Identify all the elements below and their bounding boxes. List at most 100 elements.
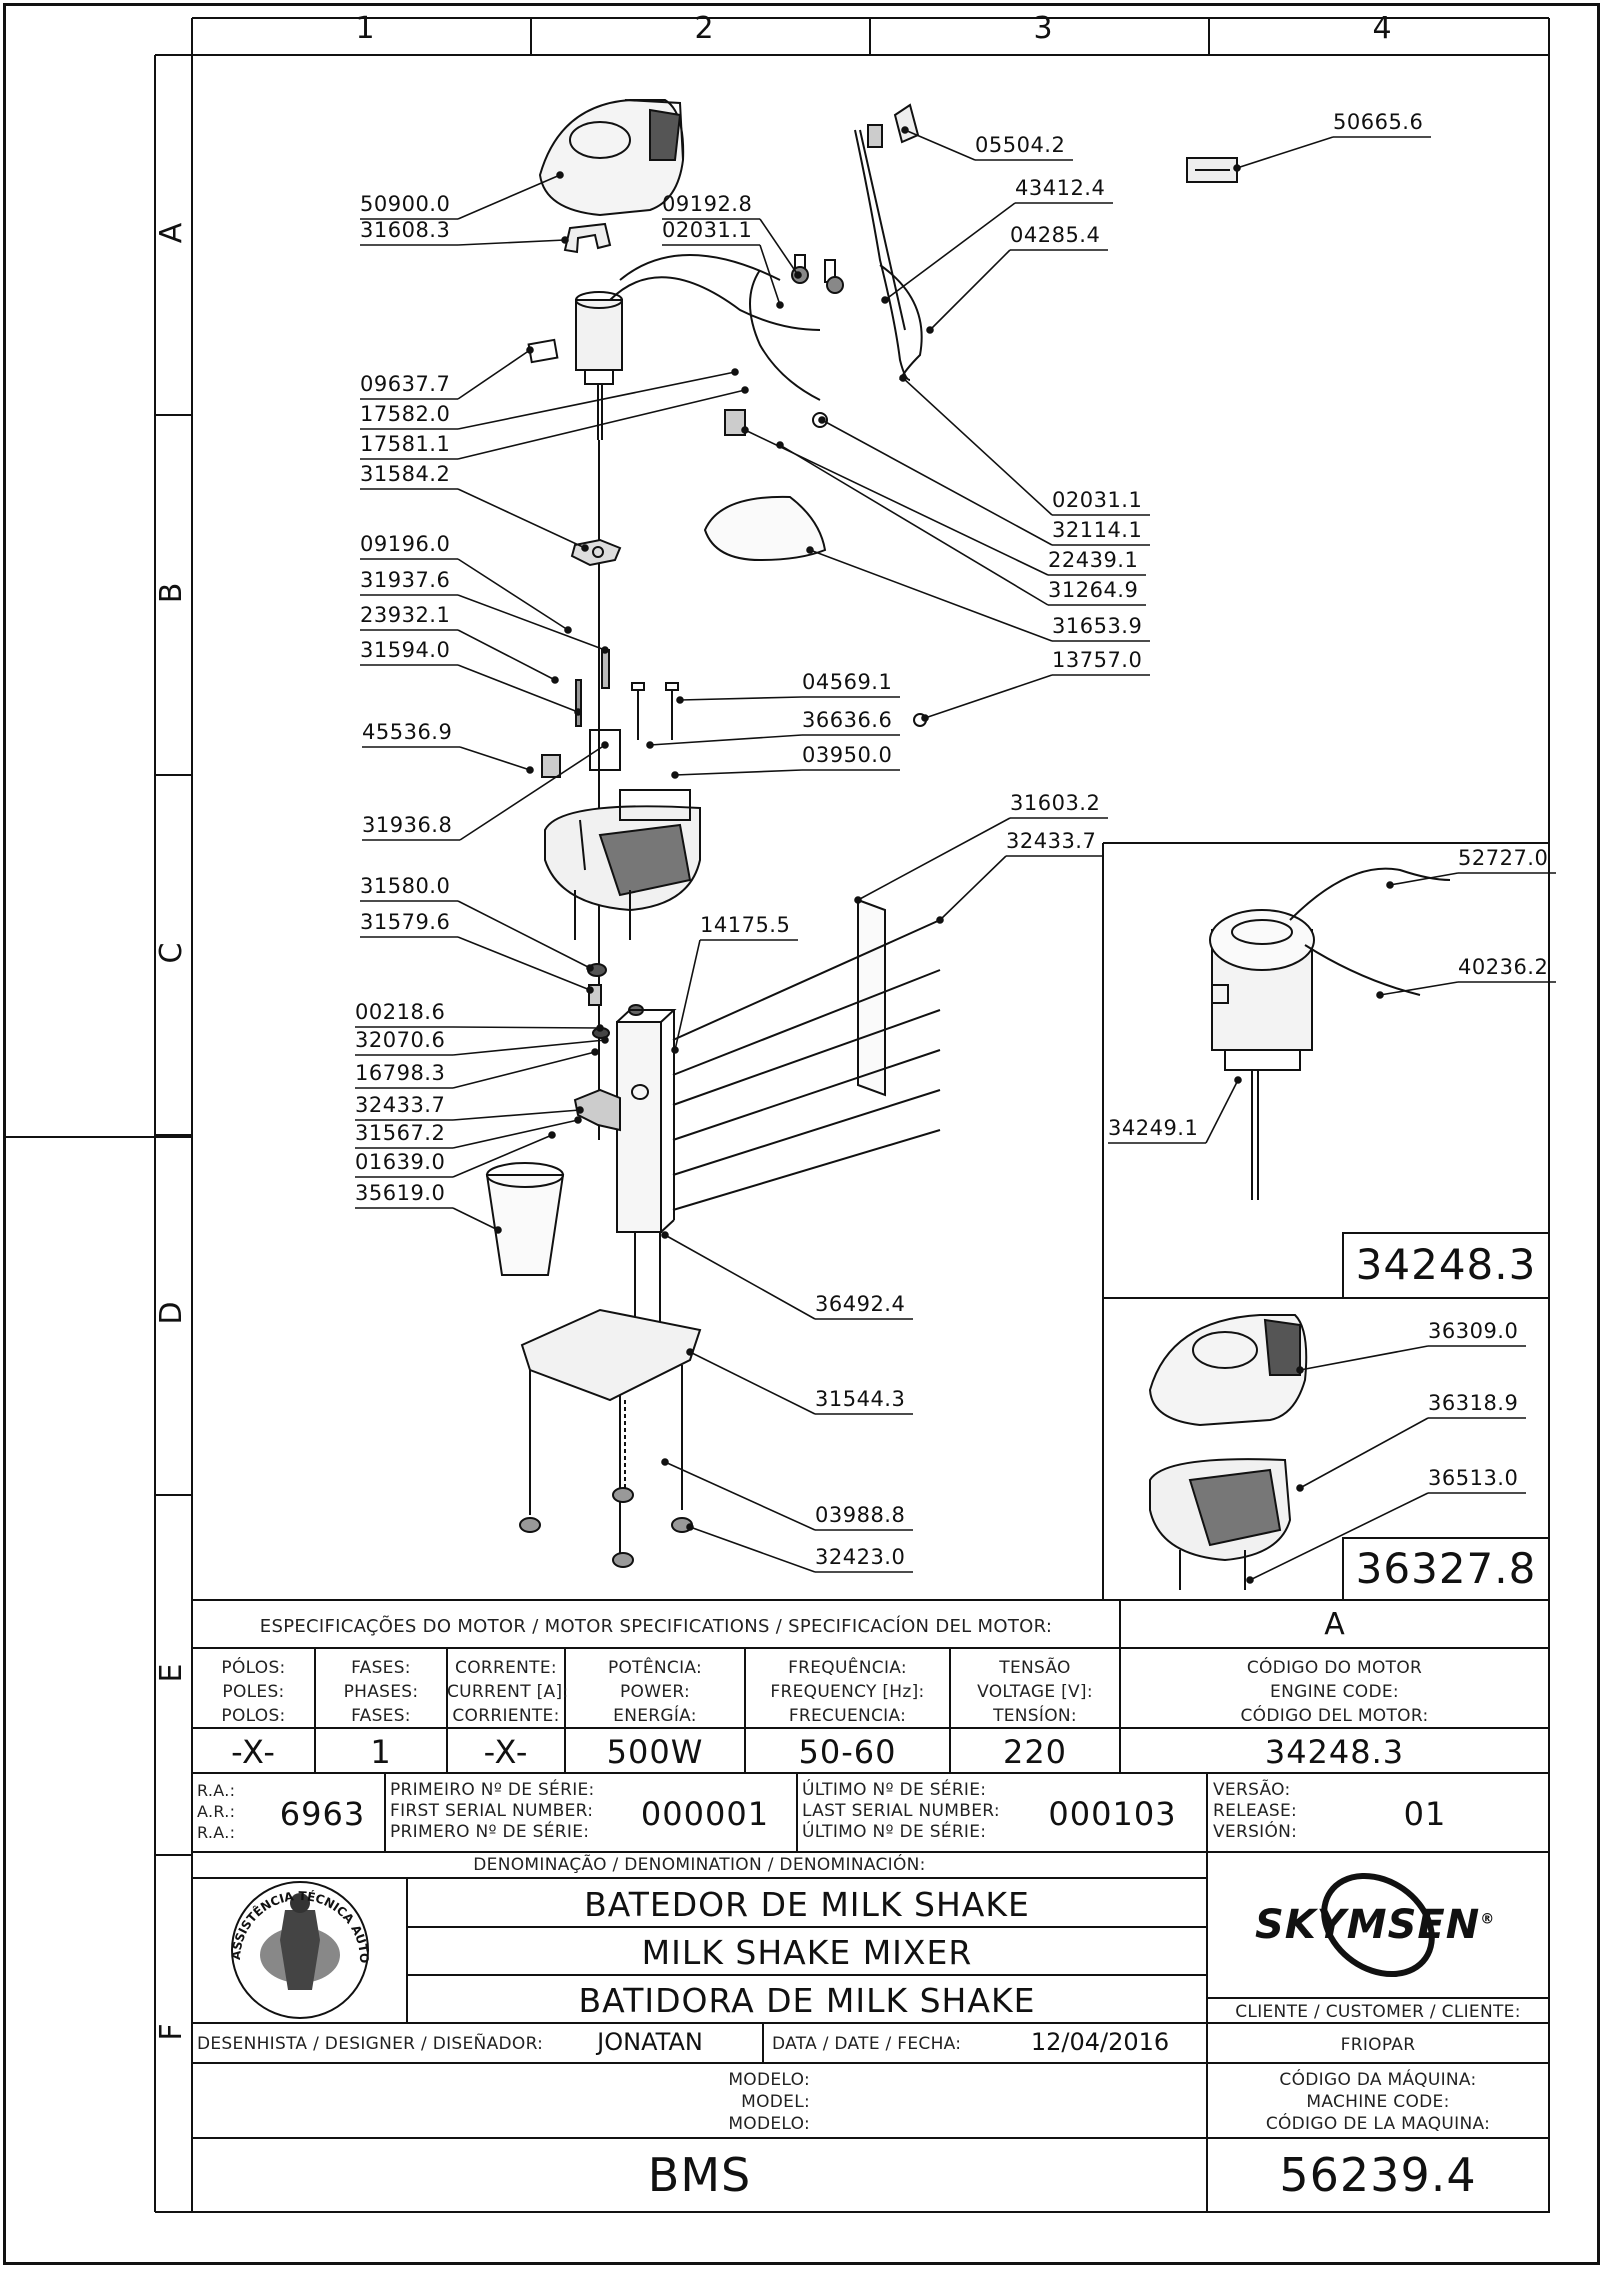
part-label: 50665.6 [1333, 110, 1424, 134]
designer-value: JONATAN [597, 2028, 703, 2056]
leader-arrowhead [1296, 1366, 1304, 1374]
leader-arrowhead [899, 374, 907, 382]
leader-line [664, 1461, 816, 1531]
leader-line [457, 349, 531, 400]
part-label: 50900.0 [360, 192, 451, 216]
leader-arrowhead [591, 1048, 599, 1056]
part-label: 36492.4 [815, 1292, 906, 1316]
leader-arrowhead [686, 1348, 694, 1356]
leader-line [1299, 1345, 1429, 1371]
motor-spec-header-line: FASES: [351, 1658, 411, 1678]
leader-line [459, 746, 531, 771]
part-label: 31580.0 [360, 874, 451, 898]
part-label: 03988.8 [815, 1503, 906, 1527]
motor-spec-value-cell: 500W [606, 1733, 704, 1771]
motor-spec-header-line: CÓDIGO DEL MOTOR: [1240, 1706, 1429, 1726]
last-serial-labels: ÚLTIMO Nº DE SÉRIE:LAST SERIAL NUMBER:ÚL… [802, 1780, 1000, 1842]
part-label: 31567.2 [355, 1121, 446, 1145]
leader-line [457, 371, 736, 430]
leader-line [1205, 1079, 1239, 1144]
frame-lines [6, 17, 1550, 2213]
motor-spec-header-line: ENERGÍA: [613, 1706, 697, 1726]
part-label: 36309.0 [1428, 1319, 1519, 1343]
leader-arrowhead [671, 1046, 679, 1054]
part-label: 09192.8 [662, 192, 753, 216]
leader-arrowhead [586, 964, 594, 972]
customer-value: FRIOPAR [1340, 2035, 1416, 2055]
leader-arrowhead [548, 1131, 556, 1139]
first-serial-value: 000001 [640, 1795, 770, 1833]
leader-arrowhead [921, 714, 929, 722]
leader-line [689, 1351, 816, 1415]
leader-arrowhead [794, 271, 802, 279]
leader-line [452, 1207, 499, 1231]
leader-arrowhead [936, 916, 944, 924]
denomination-pt: BATEDOR DE MILK SHAKE [584, 1885, 1030, 1924]
leader-arrowhead [661, 1231, 669, 1239]
leader-line [1236, 136, 1334, 169]
part-label: 03950.0 [802, 743, 893, 767]
leader-line [457, 239, 566, 246]
part-sketches [485, 99, 1451, 1590]
part-label: 31544.3 [815, 1387, 906, 1411]
leader-arrowhead [671, 771, 679, 779]
leader-arrowhead [676, 696, 684, 704]
part-label: 36636.6 [802, 708, 893, 732]
leader-arrowhead [854, 896, 862, 904]
part-label: 09637.7 [360, 372, 451, 396]
motor-version-letter: A [1324, 1607, 1345, 1642]
leader-arrowhead [818, 416, 826, 424]
part-label: 31936.8 [362, 813, 453, 837]
date-label: DATA / DATE / FECHA: [772, 2034, 962, 2054]
leader-line [457, 594, 606, 651]
row-label-c: C [154, 942, 189, 964]
leader-arrowhead [776, 441, 784, 449]
part-label: 04285.4 [1010, 223, 1101, 247]
leader-arrowhead [1386, 881, 1394, 889]
leader-line [924, 674, 1053, 719]
motor-spec-header-line: POLOS: [221, 1706, 286, 1726]
leader-line [929, 249, 1011, 331]
inset-motor-code: 34248.3 [1355, 1240, 1537, 1289]
part-label: 01639.0 [355, 1150, 446, 1174]
part-label: 04569.1 [802, 670, 893, 694]
motor-spec-header-line: FREQUÊNCIA: [788, 1658, 907, 1678]
sheet-border [3, 3, 1600, 2265]
motor-spec-value-cell: 50-60 [798, 1733, 897, 1771]
column-label-1: 1 [355, 11, 375, 46]
leader-arrowhead [586, 986, 594, 994]
leader-line [452, 1026, 601, 1029]
part-label: 23932.1 [360, 603, 451, 627]
leader-arrowhead [561, 236, 569, 244]
leader-line [452, 1119, 579, 1149]
leader-line [674, 939, 701, 1051]
motor-spec-header-line: POWER: [620, 1682, 690, 1702]
part-label: 13757.0 [1052, 648, 1143, 672]
row-label-d: D [154, 1301, 189, 1325]
part-label: 32114.1 [1052, 518, 1143, 542]
motor-spec-header-cell: FREQUÊNCIA:FREQUENCY [Hz]:FRECUENCIA: [745, 1656, 950, 1728]
machine-code-value: 56239.4 [1279, 2148, 1477, 2202]
part-label: 45536.9 [362, 720, 453, 744]
skymsen-logo-mark [1321, 1872, 1435, 1978]
leader-line [1299, 1417, 1429, 1489]
last-serial-value: 000103 [1048, 1795, 1177, 1833]
part-label: 31579.6 [360, 910, 451, 934]
motor-spec-heading: ESPECIFICAÇÕES DO MOTOR / MOTOR SPECIFIC… [259, 1616, 1053, 1637]
leader-arrowhead [881, 296, 889, 304]
part-label: 17581.1 [360, 432, 451, 456]
first-serial-labels: PRIMEIRO Nº DE SÉRIE:FIRST SERIAL NUMBER… [390, 1780, 595, 1842]
leader-line [452, 1051, 596, 1089]
date-value: 12/04/2016 [1030, 2028, 1170, 2056]
motor-spec-value-cell: 1 [370, 1733, 392, 1771]
motor-spec-header-cell: POTÊNCIA:POWER:ENERGÍA: [565, 1656, 745, 1728]
leader-arrowhead [494, 1226, 502, 1234]
release-value: 01 [1403, 1795, 1447, 1833]
leader-line [679, 696, 803, 701]
denomination-heading: DENOMINAÇÃO / DENOMINATION / DENOMINACIÓ… [473, 1855, 926, 1875]
part-label: 34249.1 [1108, 1116, 1199, 1140]
leader-arrowhead [1246, 1576, 1254, 1584]
model-value: BMS [647, 2148, 752, 2202]
column-label-4: 4 [1372, 11, 1392, 46]
